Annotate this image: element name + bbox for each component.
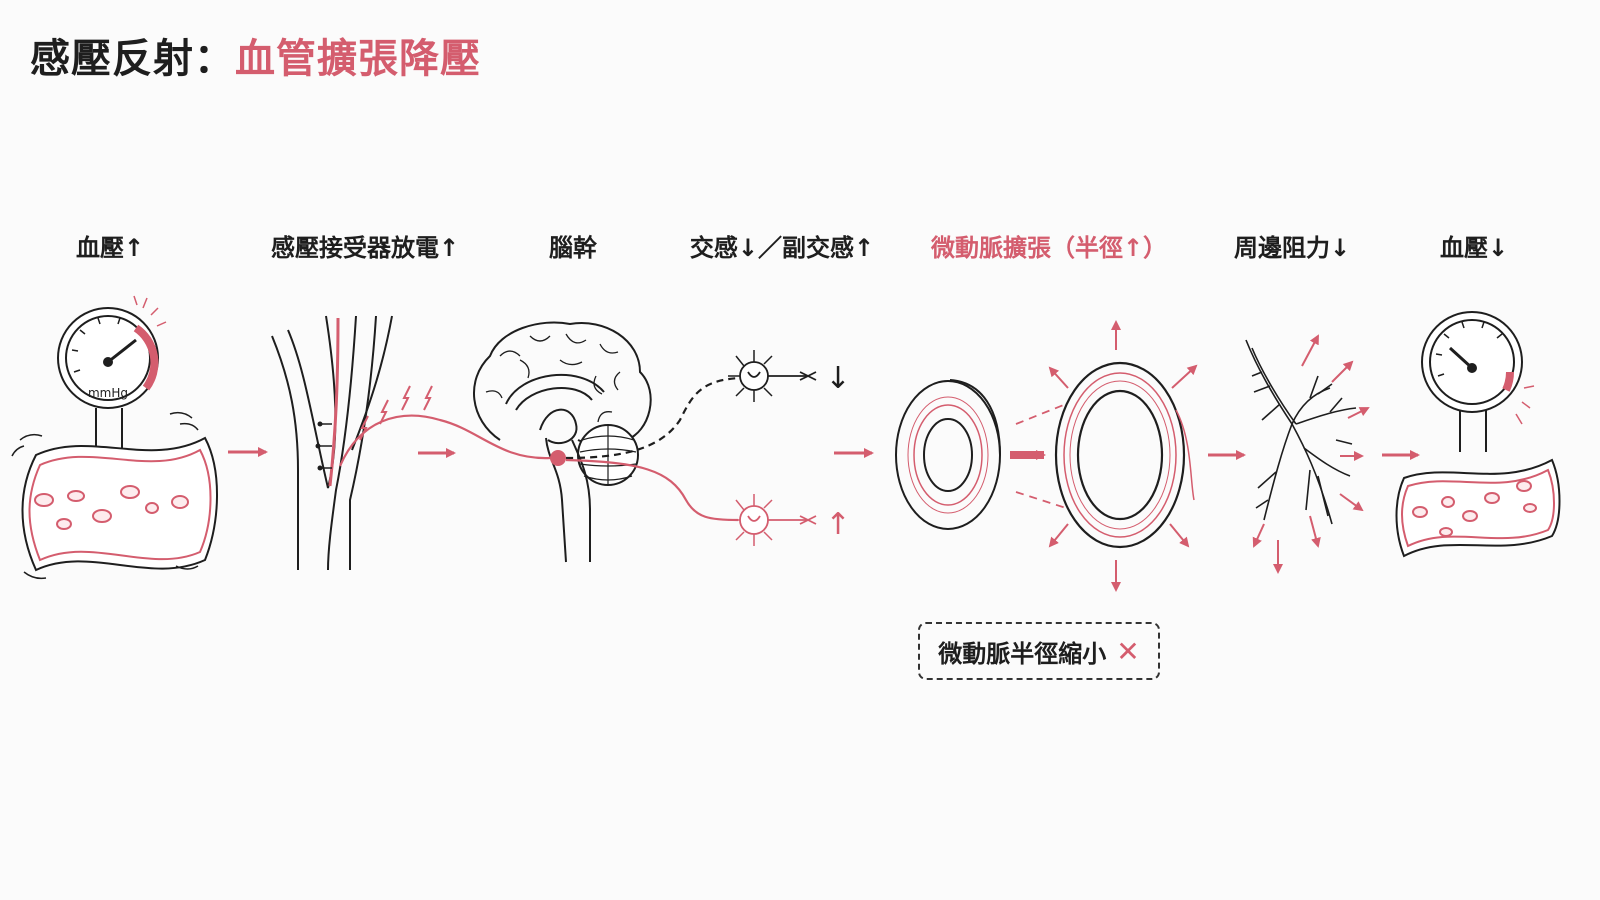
step-label-bp-down: 血壓↓ [1439, 234, 1509, 262]
parasympathetic-pathway [565, 458, 739, 522]
sympathetic-pathway [565, 376, 741, 460]
step-label-autonomic: 交感↓／副交感↑ [689, 234, 875, 262]
gauge-unit-label: mmHg [88, 386, 128, 400]
parasympathetic-neuron-icon [728, 494, 817, 546]
title-accent: 血管擴張降壓 [235, 36, 481, 82]
arteriole-constricted-icon [895, 379, 1001, 530]
brainstem-nucleus-marker [550, 450, 566, 466]
afferent-nerve-path [338, 414, 551, 467]
peripheral-vessels-icon [1245, 339, 1357, 525]
nerve-firing-icon [359, 385, 433, 441]
title-main: 感壓反射： [30, 36, 235, 82]
arteriole-dilated-icon [1054, 361, 1195, 549]
step-label-brainstem: 腦幹 [549, 234, 597, 262]
gauge-high-icon [57, 295, 167, 448]
note-text: 微動脈半徑縮小 [938, 639, 1107, 668]
page-title: 感壓反射：血管擴張降壓 [30, 26, 481, 84]
gauge-low-icon [1421, 311, 1535, 452]
carotid-baroreceptor-icon [271, 315, 393, 571]
dilation-guide-lines [1015, 403, 1067, 509]
step-label-bp-up: 血壓↑ [75, 234, 145, 262]
wrong-mark-icon: ✕ [1116, 634, 1140, 668]
parasympathetic-up-arrow: ↑ [825, 507, 850, 542]
misconception-note: 微動脈半徑縮小 ✕ [918, 622, 1160, 680]
blood-vessel-normal-icon [1395, 458, 1561, 558]
sympathetic-neuron-icon [728, 350, 817, 402]
resistance-flow-arrows [1252, 334, 1370, 574]
blood-vessel-swollen-icon [11, 411, 218, 580]
brain-icon [473, 321, 652, 563]
sympathetic-down-arrow: ↓ [825, 361, 850, 396]
step-label-arteriole-dilation: 微動脈擴張（半徑↑） [930, 234, 1168, 262]
radius-expansion-arrows [1048, 320, 1198, 592]
flow-arrows [228, 447, 1420, 460]
step-label-resistance-down: 周邊阻力↓ [1233, 234, 1351, 262]
step-label-baroreceptor: 感壓接受器放電↑ [270, 234, 460, 262]
